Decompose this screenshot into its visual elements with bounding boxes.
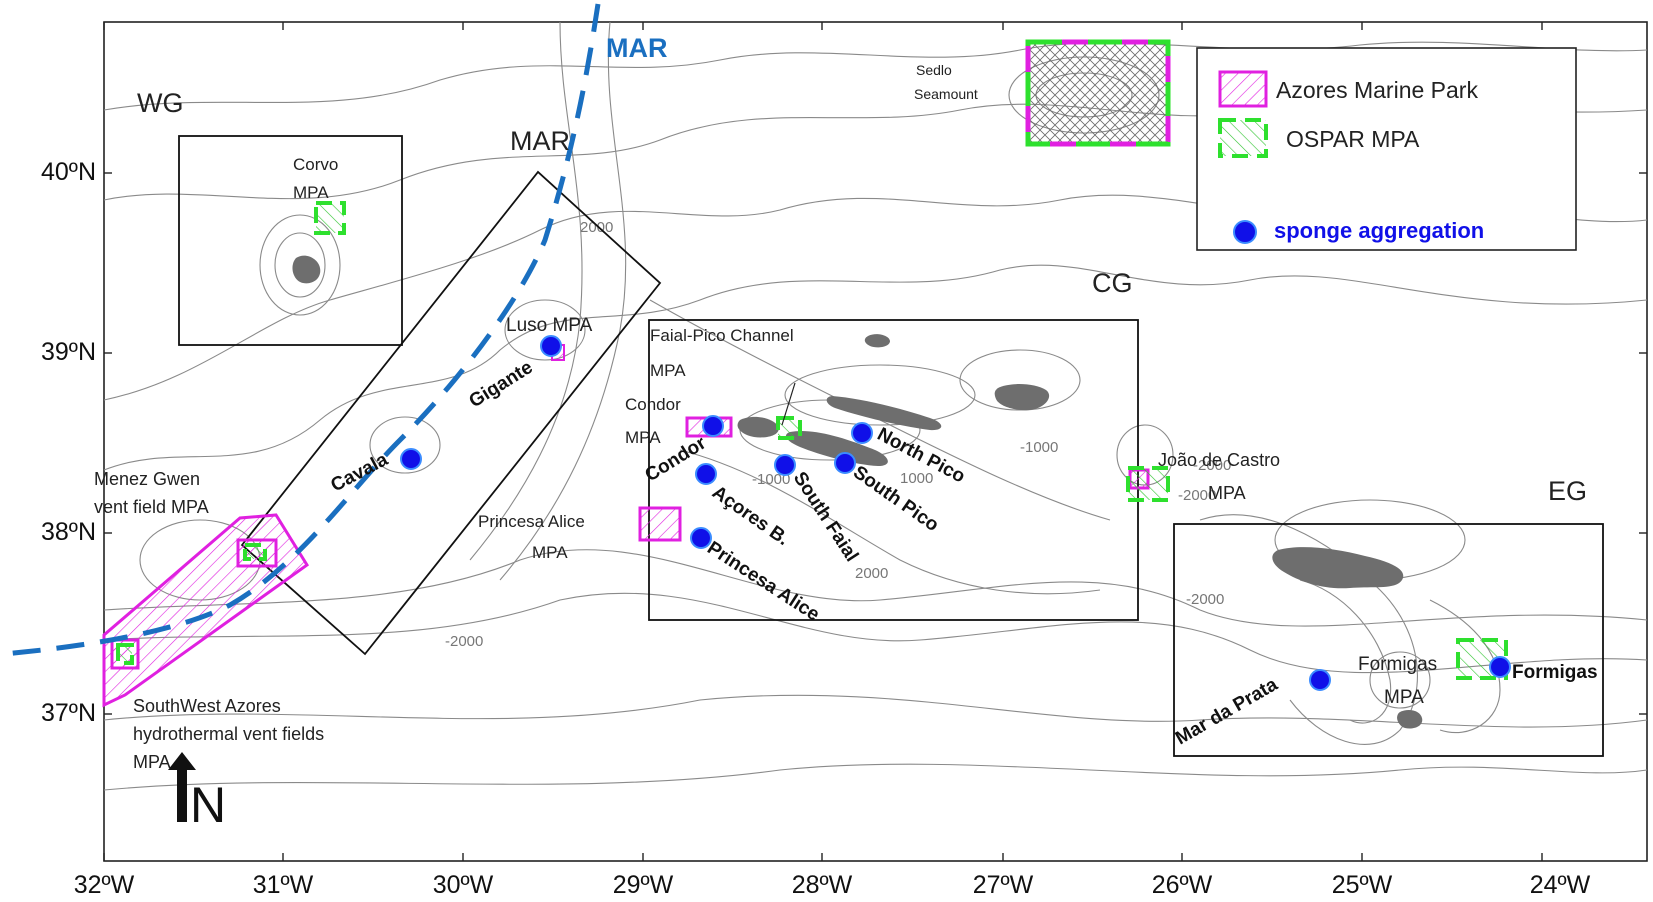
north-arrow-icon xyxy=(168,752,196,822)
y-axis-labels: 40ºN 39ºN 38ºN 37ºN xyxy=(41,158,96,727)
y-tick-label: 40ºN xyxy=(41,158,96,186)
legend: Azores Marine Park OSPAR MPA sponge aggr… xyxy=(1196,47,1577,251)
pico-island xyxy=(785,430,888,466)
depth-label: -2000 xyxy=(1178,487,1216,504)
region-label-eg: EG xyxy=(1548,476,1587,506)
depth-label: 2000 xyxy=(580,219,613,236)
formigas-mpa-label: MPA xyxy=(1384,687,1424,708)
sponge-marker-condor xyxy=(702,415,724,437)
sponge-marker-gigante xyxy=(540,335,562,357)
x-axis-labels: 32ºW 31ºW 30ºW 29ºW 28ºW 27ºW 26ºW 25ºW … xyxy=(74,871,1591,899)
princesa-alice-label: MPA xyxy=(532,543,568,562)
menez-gwen-label: Menez Gwen xyxy=(94,469,200,489)
faial-pico-label: Faial-Pico Channel xyxy=(650,326,794,345)
legend-ospar-swatch xyxy=(1218,118,1268,158)
eg-region-box xyxy=(1173,523,1604,757)
luso-label: Luso MPA xyxy=(506,315,593,336)
condor-label: Condor xyxy=(625,395,681,414)
joao-de-castro-label: MPA xyxy=(1208,483,1246,503)
x-tick-label: 27ºW xyxy=(973,871,1034,899)
corvo-label: MPA xyxy=(293,183,329,202)
ospar-areas xyxy=(116,201,1508,680)
sponge-markers xyxy=(400,335,1511,691)
x-tick-label: 30ºW xyxy=(433,871,494,899)
legend-sponge-swatch xyxy=(1233,220,1257,244)
sponge-marker-mar-da-prata xyxy=(1309,669,1331,691)
sw-vent-ospar-area xyxy=(116,643,134,665)
y-tick-label: 37ºN xyxy=(41,699,96,727)
mar-ridge-line xyxy=(3,3,601,657)
x-tick-label: 31ºW xyxy=(253,871,314,899)
north-arrow-label: N xyxy=(190,777,226,833)
faial-pico-leader-line xyxy=(781,382,796,426)
sponge-marker-south-faial xyxy=(774,454,796,476)
condor-label: MPA xyxy=(625,428,661,447)
mar-region-box xyxy=(240,170,662,656)
sw-azores-label: SouthWest Azores xyxy=(133,696,281,716)
sponge-marker-acores-b xyxy=(695,463,717,485)
x-tick-label: 25ºW xyxy=(1332,871,1393,899)
y-tick-label: 39ºN xyxy=(41,338,96,366)
santa-maria-island xyxy=(1397,710,1423,729)
depth-label: -1000 xyxy=(1020,439,1058,456)
corvo-label: Corvo xyxy=(293,155,338,174)
menez-gwen-ospar-area xyxy=(243,543,267,561)
sponge-marker-princesa-alice xyxy=(690,527,712,549)
princesa-alice-label: Princesa Alice xyxy=(478,512,585,531)
sedlo-label: Seamount xyxy=(914,86,978,102)
north-arrow: N xyxy=(168,752,226,833)
legend-park-swatch xyxy=(1218,70,1268,108)
x-tick-label: 29ºW xyxy=(613,871,674,899)
sponge-marker-north-pico xyxy=(851,422,873,444)
axis-ticks xyxy=(103,22,1647,861)
faial-pico-ospar-area xyxy=(776,416,802,440)
region-boxes xyxy=(178,135,1604,757)
joao-de-castro-ospar-area xyxy=(1126,466,1170,502)
ridge-label: MAR xyxy=(606,33,668,63)
sponge-marker-south-pico xyxy=(834,452,856,474)
x-tick-label: 32ºW xyxy=(74,871,135,899)
corvo-ospar-area xyxy=(314,201,346,235)
islands xyxy=(292,255,1423,729)
sw-azores-label: MPA xyxy=(133,752,171,772)
legend-ospar-label: OSPAR MPA xyxy=(1286,126,1420,152)
legend-park-label: Azores Marine Park xyxy=(1276,77,1478,103)
graciosa-island xyxy=(864,334,890,348)
y-tick-label: 38ºN xyxy=(41,518,96,546)
faial-pico-label: MPA xyxy=(650,361,686,380)
sedlo-label: Sedlo xyxy=(916,62,952,78)
sao-miguel-island xyxy=(1272,547,1404,589)
depth-label: -1000 xyxy=(752,471,790,488)
sw-azores-label: hydrothermal vent fields xyxy=(133,724,324,744)
depth-label: -2000 xyxy=(1186,591,1224,608)
sponge-marker-cavala xyxy=(400,448,422,470)
legend-sponge-label: sponge aggregation xyxy=(1274,218,1484,243)
region-label-mar: MAR xyxy=(510,126,570,156)
princesa-alice-park-area xyxy=(638,506,682,542)
wg-region-box xyxy=(178,135,403,346)
depth-label: 1000 xyxy=(900,470,933,487)
x-tick-label: 26ºW xyxy=(1152,871,1213,899)
formigas-mpa-label: Formigas xyxy=(1358,654,1437,675)
site-label-formigas: Formigas xyxy=(1512,662,1598,683)
depth-label: -2000 xyxy=(445,633,483,650)
flores-island xyxy=(292,255,321,284)
faial-island xyxy=(737,416,779,438)
region-label-cg: CG xyxy=(1092,268,1133,298)
depth-label: -2000 xyxy=(1193,457,1231,474)
menez-gwen-label: vent field MPA xyxy=(94,497,209,517)
depth-label: 2000 xyxy=(855,565,888,582)
region-label-wg: WG xyxy=(137,88,184,118)
x-tick-label: 28ºW xyxy=(792,871,853,899)
x-tick-label: 24ºW xyxy=(1530,871,1591,899)
joao-de-castro-label: João de Castro xyxy=(1158,450,1280,470)
sponge-marker-formigas xyxy=(1489,656,1511,678)
sedlo-seamount-area xyxy=(1025,39,1171,147)
mpa-labels: Sedlo Seamount Corvo MPA Luso MPA Faial-… xyxy=(94,62,1437,772)
depth-labels: -2000 -1000 -1000 -2000 -2000 2000 1000 … xyxy=(445,219,1231,650)
terceira-island xyxy=(994,384,1050,411)
sao-jorge-island xyxy=(826,396,942,431)
